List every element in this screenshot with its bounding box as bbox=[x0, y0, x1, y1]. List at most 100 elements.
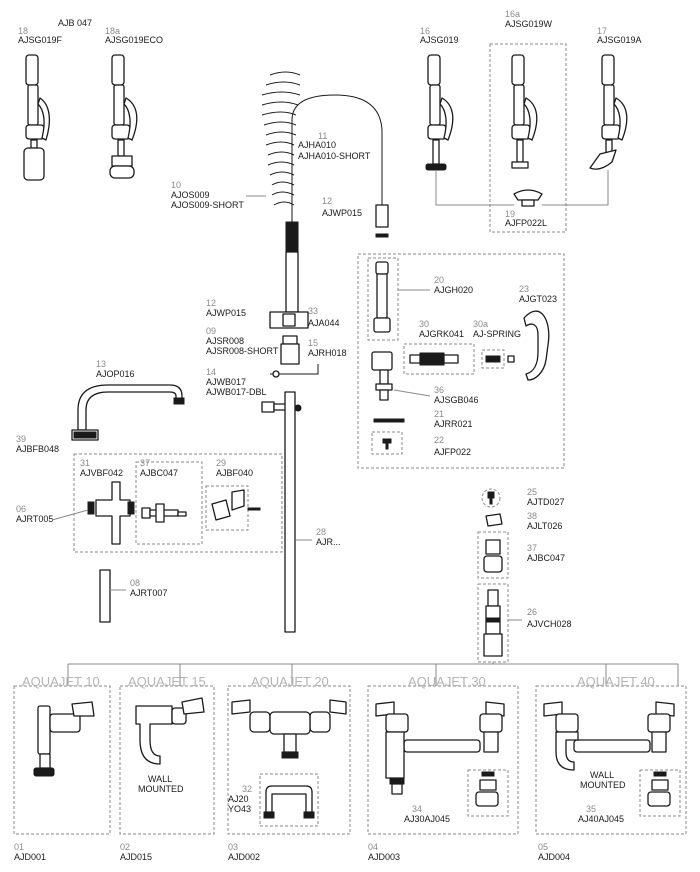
faucet-aquajet-10[interactable] bbox=[33, 701, 95, 777]
body-cap-37a[interactable] bbox=[211, 489, 261, 521]
trigger-23[interactable] bbox=[523, 310, 550, 381]
box-37b bbox=[477, 531, 509, 579]
label-code-18: AJSG019F bbox=[18, 35, 63, 45]
box-22 bbox=[371, 431, 403, 455]
label-code-08: AJRT007 bbox=[130, 588, 167, 598]
box-31 bbox=[135, 461, 203, 545]
label-num-22: 22 bbox=[434, 435, 444, 445]
label-code-30a: AJ-SPRING bbox=[473, 329, 521, 339]
body-cap-37b[interactable] bbox=[483, 539, 503, 573]
vacuum-breaker-31[interactable] bbox=[141, 503, 187, 523]
valve-cartridge-26[interactable] bbox=[483, 589, 503, 657]
spring-30a[interactable] bbox=[481, 349, 515, 369]
series-num-15: 02 bbox=[120, 842, 130, 852]
faucet-aquajet-30[interactable] bbox=[375, 701, 505, 795]
series-box-20 bbox=[227, 685, 351, 835]
series-title-40: AQUAJET 40 bbox=[577, 674, 655, 689]
series-note2-15: MOUNTED bbox=[138, 784, 184, 794]
series-code-30: AJD003 bbox=[368, 852, 400, 862]
inlet-34[interactable] bbox=[475, 771, 499, 807]
series-title-20: AQUAJET 20 bbox=[251, 674, 329, 689]
label-num-36: 36 bbox=[434, 385, 444, 395]
label-num-37a: 29 bbox=[216, 458, 226, 468]
riser-tube-08[interactable] bbox=[99, 569, 111, 623]
connector-32[interactable] bbox=[263, 785, 315, 819]
label-num-31: 37 bbox=[140, 458, 150, 468]
label-code-11: AJHA010 bbox=[298, 140, 336, 150]
label-num-34: 34 bbox=[412, 804, 422, 814]
label-num-18a: 18a bbox=[105, 26, 120, 36]
ring-holder-15[interactable] bbox=[270, 364, 319, 378]
label-code-34: AJ30AJ045 bbox=[404, 814, 450, 824]
gun-handle-20[interactable] bbox=[373, 261, 391, 333]
tee-39[interactable] bbox=[87, 481, 135, 545]
wall-bracket-14[interactable] bbox=[261, 401, 287, 413]
box-35 bbox=[639, 769, 681, 817]
label-code-21: AJRR021 bbox=[434, 419, 473, 429]
box-16a bbox=[489, 43, 567, 233]
tap-cap-25[interactable] bbox=[481, 488, 501, 508]
series-code-10: AJD001 bbox=[14, 852, 46, 862]
series-box-15 bbox=[119, 685, 215, 835]
label-code-36: AJSGB046 bbox=[434, 395, 479, 405]
label-code2-09: AJSR008-SHORT bbox=[206, 346, 279, 356]
label-code-37a: AJBF040 bbox=[216, 468, 253, 478]
label-num-08: 08 bbox=[130, 578, 140, 588]
spring-riser-09[interactable] bbox=[280, 335, 300, 365]
spray-gun-18a[interactable] bbox=[109, 54, 138, 179]
ring-21[interactable] bbox=[373, 418, 405, 423]
label-code-37b: AJBC047 bbox=[527, 553, 565, 563]
series-note-40: WALL bbox=[590, 770, 614, 780]
label-num-10: 10 bbox=[171, 180, 181, 190]
label-num-20: 20 bbox=[434, 275, 444, 285]
series-title-15: AQUAJET 15 bbox=[128, 674, 206, 689]
washer-12-top[interactable] bbox=[375, 233, 389, 238]
spray-gun-17[interactable] bbox=[589, 54, 628, 170]
series-box-40 bbox=[535, 685, 687, 835]
lever-handle-38[interactable] bbox=[485, 513, 503, 527]
faucet-spout-28[interactable] bbox=[77, 384, 185, 431]
grip-kit-30[interactable] bbox=[409, 352, 459, 366]
label-code-39: AJVBF042 bbox=[80, 468, 123, 478]
label-num-33: 33 bbox=[308, 306, 318, 316]
spray-valve-kit-box bbox=[357, 253, 565, 469]
inlet-35[interactable] bbox=[647, 771, 671, 807]
label-code-28: AJOP016 bbox=[96, 369, 135, 379]
label-num-30a: 30a bbox=[473, 319, 488, 329]
label-num-12a: 12 bbox=[322, 196, 332, 206]
label-code-26: AJVCH028 bbox=[527, 619, 572, 629]
label-num-29: 06 bbox=[16, 504, 26, 514]
label-num-26: 26 bbox=[527, 607, 537, 617]
label-num-21: 21 bbox=[434, 409, 444, 419]
spray-gun-body-36[interactable] bbox=[371, 351, 393, 401]
series-code-15: AJD015 bbox=[120, 852, 152, 862]
outlet-13[interactable] bbox=[71, 429, 99, 441]
faucet-aquajet-40[interactable] bbox=[543, 701, 675, 771]
top-code: AJB 047 bbox=[58, 18, 92, 28]
label-num-11: 11 bbox=[318, 131, 327, 141]
label-code2-14: AJWB017-DBL bbox=[206, 387, 267, 397]
washer-12-bottom[interactable] bbox=[269, 311, 309, 329]
label-code-16a: AJSG019W bbox=[505, 19, 553, 29]
label-code2-10: AJOS009-SHORT bbox=[171, 200, 244, 210]
label-num-15: 15 bbox=[308, 338, 318, 348]
label-code-10: AJOS009 bbox=[171, 190, 210, 200]
face-plate-19[interactable] bbox=[513, 189, 543, 207]
face-plate-22[interactable] bbox=[382, 438, 392, 450]
label-code-30: AJGRK041 bbox=[419, 329, 464, 339]
faucet-aquajet-20[interactable] bbox=[231, 699, 347, 759]
label-code-20: AJGH020 bbox=[434, 285, 473, 295]
spray-gun-16[interactable] bbox=[425, 54, 454, 171]
faucet-aquajet-15[interactable] bbox=[135, 697, 205, 765]
riser-tube-06[interactable] bbox=[284, 391, 302, 633]
spray-gun-18[interactable] bbox=[23, 54, 51, 181]
label-num-16: 16 bbox=[420, 26, 430, 36]
overhead-spring-10[interactable] bbox=[261, 71, 301, 206]
pre-rinse-hose-11[interactable] bbox=[285, 94, 389, 313]
label-num-12b: 12 bbox=[206, 298, 216, 308]
label-code-22: AJFP022 bbox=[434, 447, 471, 457]
label-num-32: 32 bbox=[242, 784, 252, 794]
label-num-19: 19 bbox=[505, 209, 515, 219]
spray-gun-16a[interactable] bbox=[511, 54, 538, 169]
